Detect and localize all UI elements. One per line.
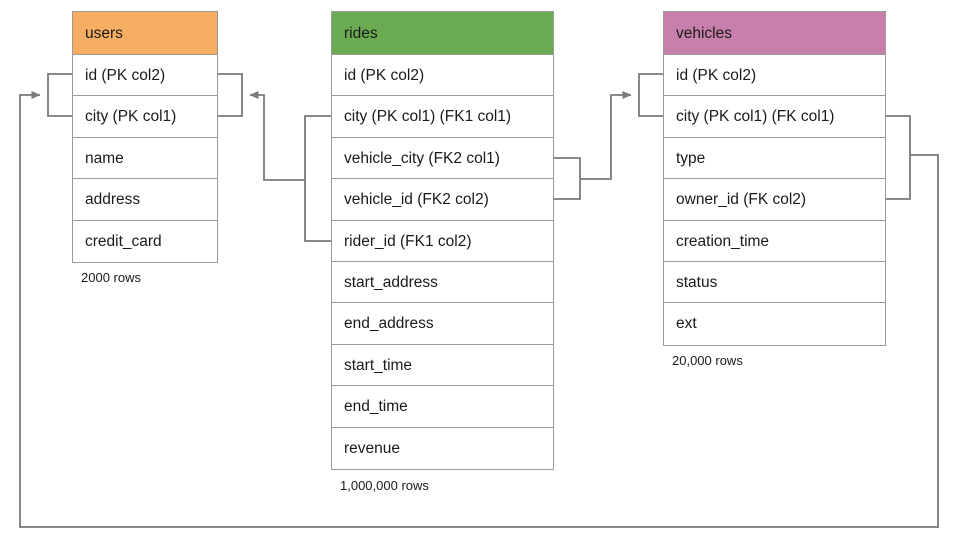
table-users-column-name[interactable]: name: [73, 138, 217, 180]
vehicles-right-bracket: [886, 115, 911, 200]
table-vehicles-column-creation-time[interactable]: creation_time: [664, 221, 885, 262]
table-rides-header: rides: [332, 12, 553, 55]
table-rides[interactable]: rides id (PK col2) city (PK col1) (FK1 c…: [331, 11, 554, 470]
table-rides-column-end-address[interactable]: end_address: [332, 303, 553, 345]
table-users-row-count: 2000 rows: [81, 270, 141, 285]
table-vehicles-column-type[interactable]: type: [664, 138, 885, 180]
table-rides-row-count: 1,000,000 rows: [340, 478, 429, 493]
table-rides-column-start-time[interactable]: start_time: [332, 345, 553, 387]
table-users[interactable]: users id (PK col2) city (PK col1) name a…: [72, 11, 218, 263]
edge-rides-fk2-vehicles: [580, 91, 632, 180]
table-vehicles-column-id[interactable]: id (PK col2): [664, 55, 885, 97]
table-users-column-id[interactable]: id (PK col2): [73, 55, 217, 97]
table-rides-column-end-time[interactable]: end_time: [332, 386, 553, 428]
table-rides-column-vehicle-id[interactable]: vehicle_id (FK2 col2): [332, 179, 553, 221]
table-vehicles-column-ext[interactable]: ext: [676, 315, 697, 333]
table-rides-column-revenue[interactable]: revenue: [344, 439, 401, 457]
table-vehicles-column-owner-id[interactable]: owner_id (FK col2): [664, 179, 885, 221]
table-rides-column-city[interactable]: city (PK col1) (FK1 col1): [332, 96, 553, 138]
table-users-column-city[interactable]: city (PK col1): [73, 96, 217, 138]
table-rides-column-id[interactable]: id (PK col2): [332, 55, 553, 97]
table-vehicles-row-count: 20,000 rows: [672, 353, 743, 368]
rides-left-bracket: [304, 115, 331, 242]
rides-right-bracket: [554, 157, 581, 200]
table-users-column-address[interactable]: address: [73, 179, 217, 221]
table-vehicles[interactable]: vehicles id (PK col2) city (PK col1) (FK…: [663, 11, 886, 346]
table-vehicles-column-city[interactable]: city (PK col1) (FK col1): [664, 96, 885, 138]
table-rides-column-rider-id[interactable]: rider_id (FK1 col2): [332, 221, 553, 262]
users-left-bracket: [47, 73, 72, 117]
vehicles-left-bracket: [638, 73, 663, 117]
users-right-bracket: [218, 73, 243, 117]
table-vehicles-header: vehicles: [664, 12, 885, 55]
table-rides-column-start-address[interactable]: start_address: [332, 262, 553, 304]
table-users-column-credit-card[interactable]: credit_card: [85, 232, 162, 250]
edge-rides-fk1-users: [249, 91, 305, 181]
table-rides-column-vehicle-city[interactable]: vehicle_city (FK2 col1): [332, 138, 553, 180]
table-users-header: users: [73, 12, 217, 55]
table-vehicles-column-status[interactable]: status: [664, 262, 885, 304]
